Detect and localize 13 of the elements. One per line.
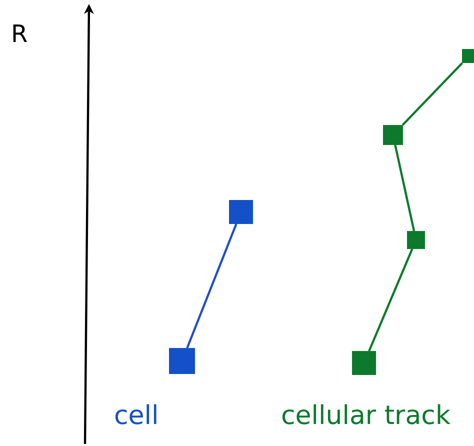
square-marker [352, 351, 376, 375]
square-marker [169, 348, 195, 374]
connector-line [394, 144, 416, 232]
series-label: cellular track [281, 403, 450, 429]
square-marker [229, 200, 253, 224]
square-marker [462, 49, 474, 63]
square-marker [407, 231, 425, 249]
axis-label: R [11, 22, 28, 46]
square-marker [383, 125, 403, 145]
connector-line [402, 62, 464, 126]
connector-line [186, 224, 238, 348]
series-label: cell [114, 403, 159, 429]
connector-line [368, 248, 414, 352]
